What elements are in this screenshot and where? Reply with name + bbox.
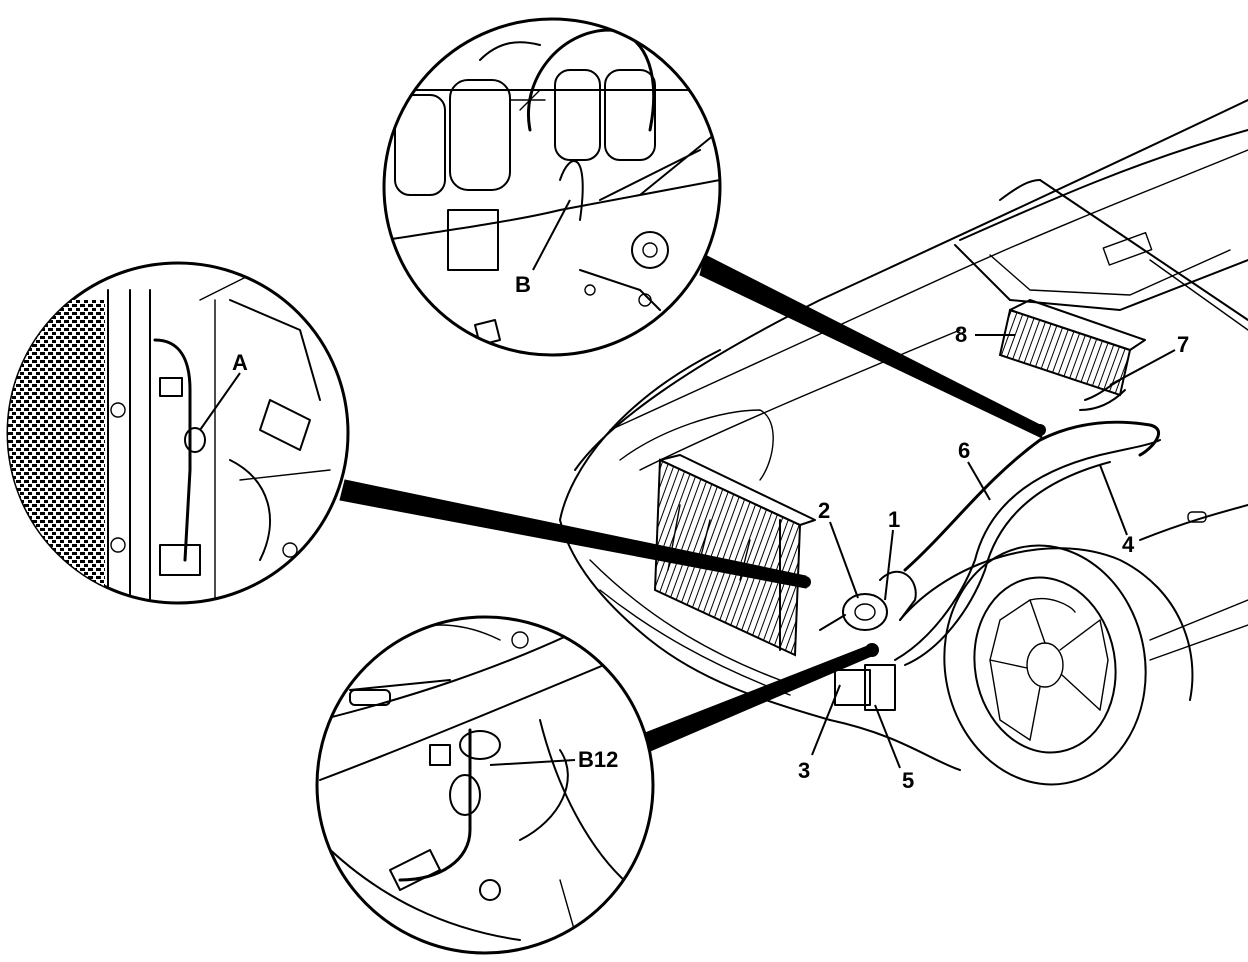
callout-4: 4 — [1122, 532, 1135, 557]
label-b: B — [515, 272, 531, 297]
front-wheel — [943, 544, 1147, 786]
callout-3: 3 — [798, 758, 810, 783]
detail-circle-b: B — [382, 17, 722, 357]
callout-1: 1 — [888, 507, 900, 532]
callout-7: 7 — [1177, 332, 1189, 357]
callout-leaders — [811, 334, 1176, 769]
callout-5: 5 — [902, 768, 914, 793]
detail-pointers — [339, 254, 1043, 753]
compressor — [819, 570, 917, 631]
car-body-outline — [559, 99, 1248, 771]
detail-circle-a: A — [6, 261, 350, 605]
evaporator — [998, 299, 1146, 411]
label-a: A — [232, 350, 248, 375]
callout-8: 8 — [955, 322, 967, 347]
callout-6: 6 — [958, 438, 970, 463]
label-b12: B12 — [578, 747, 618, 772]
callout-2: 2 — [818, 498, 830, 523]
detail-circle-b12: B12 — [315, 615, 655, 955]
